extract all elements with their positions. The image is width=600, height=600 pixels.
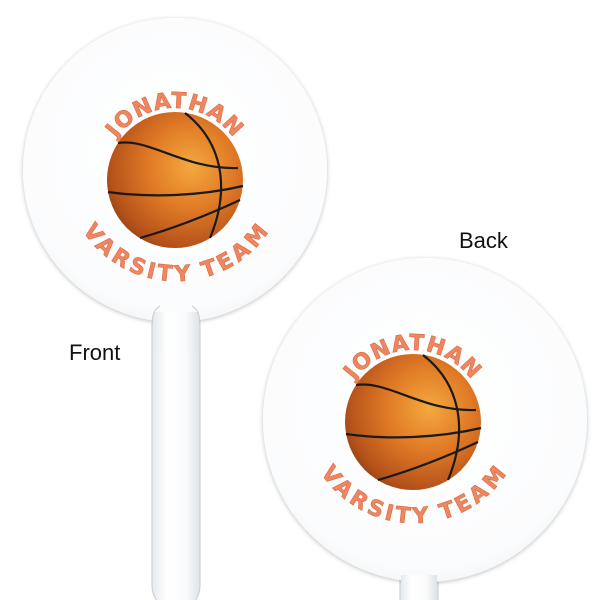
back-label: Back [459,228,508,253]
front-stir-stick: JONATHAN VARSITY TEAM [23,18,327,600]
back-stir-stick: JONATHAN VARSITY TEAM [263,258,587,600]
back-basketball-icon [341,350,485,494]
front-basketball-icon [103,108,247,252]
front-label: Front [69,340,121,365]
